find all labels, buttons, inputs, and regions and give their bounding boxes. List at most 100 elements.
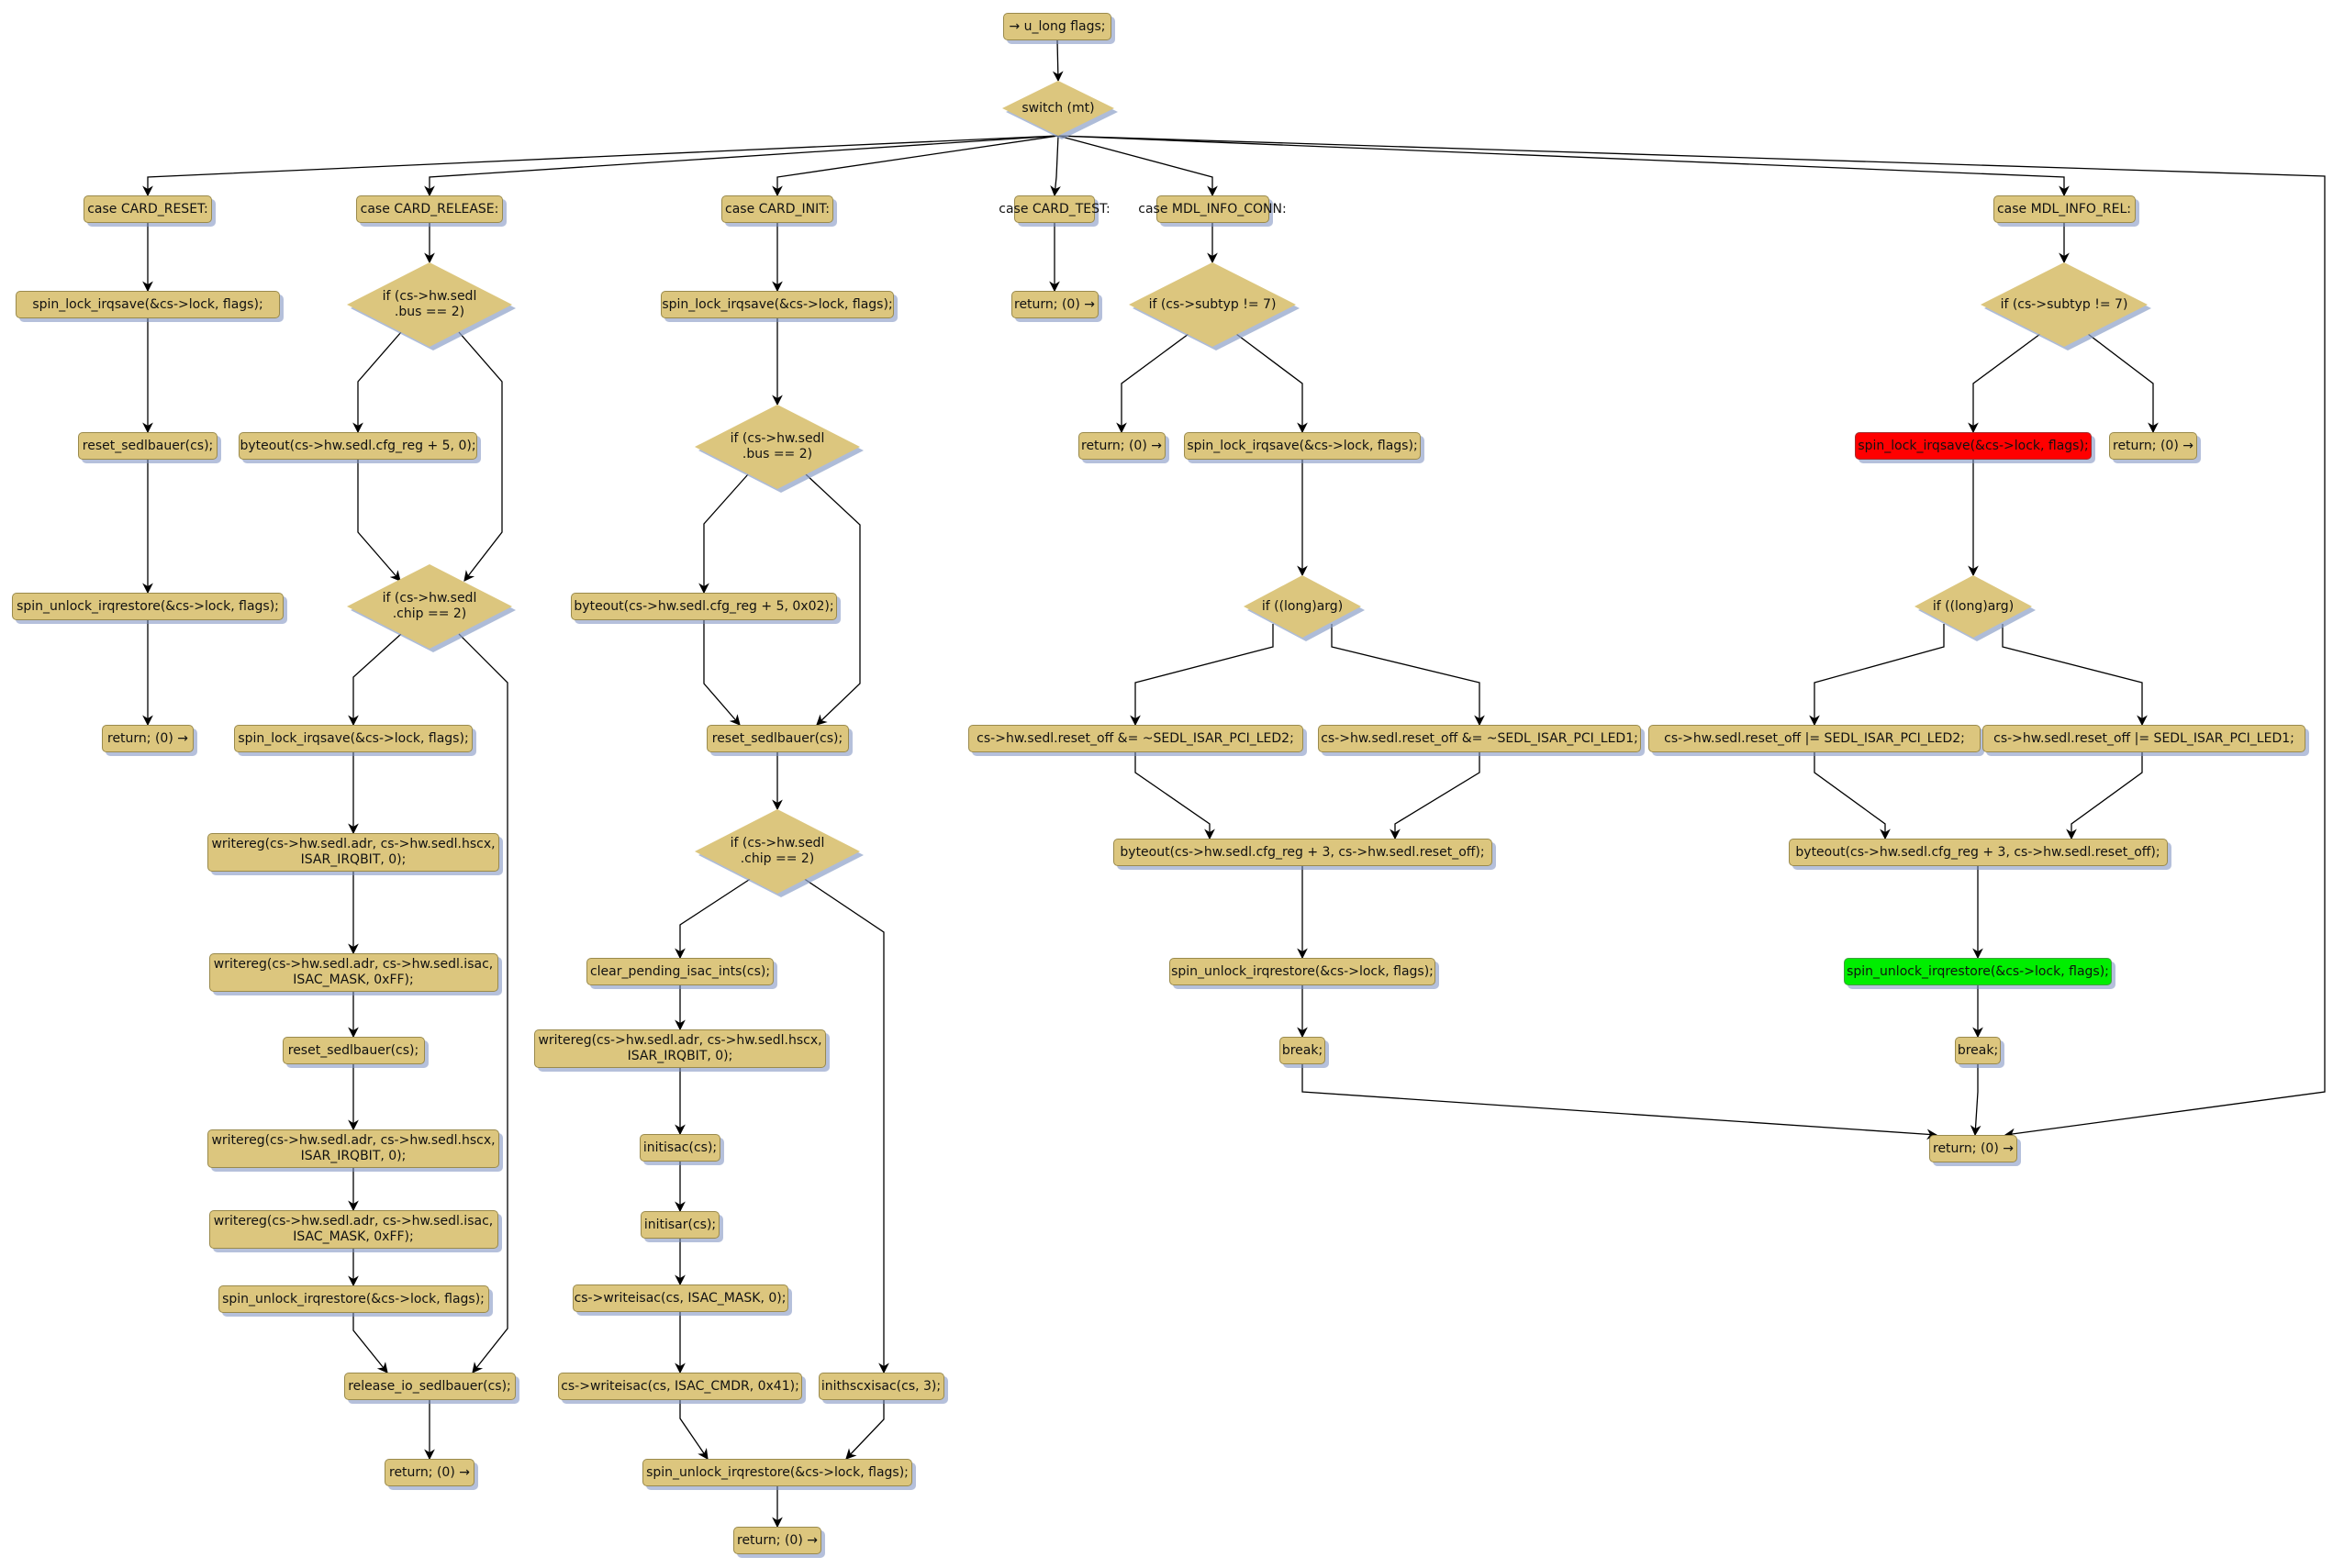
diamond-shape	[347, 564, 516, 652]
edge-rel-if-bus-to-rel-if-chip	[458, 331, 503, 582]
node-relinfo-return[interactable]: return; (0) →	[2109, 432, 2197, 460]
edge-rel-if-chip-to-rel-release	[458, 633, 508, 1373]
node-relinfo-led2[interactable]: cs->hw.sedl.reset_off |= SEDL_ISAR_PCI_L…	[1648, 725, 1981, 752]
decision-relinfo-if-sub[interactable]: if (cs->subtyp != 7)	[1981, 262, 2151, 350]
decision-label: if ((long)arg)	[1261, 598, 1344, 614]
decision-label: switch (mt)	[1021, 100, 1095, 116]
decision-init-if-chip[interactable]: if (cs->hw.sedl .chip == 2)	[695, 809, 864, 897]
edge-relinfo-break-to-final-return	[1970, 1064, 1981, 1137]
node-conn-byteout[interactable]: byteout(cs->hw.sedl.cfg_reg + 3, cs->hw.…	[1112, 839, 1492, 866]
edge-init-if-bus-to-init-byteout	[698, 473, 749, 595]
decision-conn-if-arg[interactable]: if ((long)arg)	[1244, 575, 1365, 641]
node-conn-lock[interactable]: spin_lock_irqsave(&cs->lock, flags);	[1184, 432, 1421, 460]
node-rel-lock[interactable]: spin_lock_irqsave(&cs->lock, flags);	[234, 725, 473, 752]
edge-conn-if-arg-to-conn-led1	[1331, 624, 1485, 727]
node-rel-wr1[interactable]: writereg(cs->hw.sedl.adr, cs->hw.sedl.hs…	[207, 833, 499, 872]
node-relinfo-case[interactable]: case MDL_INFO_REL:	[1993, 195, 2136, 223]
node-init-isar[interactable]: initisar(cs);	[641, 1211, 720, 1239]
node-final-return[interactable]: return; (0) →	[1929, 1135, 2017, 1162]
node-reset-case[interactable]: case CARD_RESET:	[84, 195, 212, 223]
edge-relinfo-if-arg-to-relinfo-led1	[2002, 624, 2148, 727]
node-rel-unlock[interactable]: spin_unlock_irqrestore(&cs->lock, flags)…	[218, 1285, 489, 1313]
edge-relinfo-led1-to-relinfo-byteout	[2066, 752, 2143, 840]
node-rel-byteout[interactable]: byteout(cs->hw.sedl.cfg_reg + 5, 0);	[239, 432, 477, 460]
node-rel-wr4[interactable]: writereg(cs->hw.sedl.adr, cs->hw.sedl.is…	[208, 1210, 498, 1249]
edge-relinfo-led2-to-relinfo-byteout	[1814, 752, 1891, 840]
edge-switch-to-reset-case	[142, 135, 1059, 197]
decision-rel-if-bus[interactable]: if (cs->hw.sedl .bus == 2)	[347, 262, 516, 350]
node-start[interactable]: → u_long flags;	[1003, 13, 1111, 40]
edge-conn-if-sub-to-conn-return	[1116, 333, 1189, 434]
edge-conn-if-sub-to-conn-lock	[1235, 333, 1308, 434]
edge-rel-byteout-to-rel-if-chip	[357, 460, 401, 582]
node-rel-release[interactable]: release_io_sedlbauer(cs);	[343, 1373, 516, 1400]
node-init-unlock[interactable]: spin_unlock_irqrestore(&cs->lock, flags)…	[642, 1459, 912, 1486]
node-conn-break[interactable]: break;	[1279, 1037, 1325, 1064]
decision-label: if (cs->hw.sedl .bus == 2)	[382, 289, 477, 319]
edge-relinfo-if-sub-to-relinfo-lock	[1968, 333, 2041, 434]
node-rel-wr3[interactable]: writereg(cs->hw.sedl.adr, cs->hw.sedl.hs…	[207, 1129, 499, 1168]
node-reset-unlock[interactable]: spin_unlock_irqrestore(&cs->lock, flags)…	[12, 593, 284, 620]
edge-conn-break-to-final-return	[1301, 1064, 1938, 1140]
edge-switch-to-init-case	[772, 135, 1059, 197]
diamond-shape	[1002, 81, 1118, 139]
node-rel-case[interactable]: case CARD_RELEASE:	[356, 195, 503, 223]
edge-rel-if-bus-to-rel-byteout	[352, 331, 402, 434]
node-conn-unlock[interactable]: spin_unlock_irqrestore(&cs->lock, flags)…	[1169, 958, 1435, 985]
node-relinfo-unlock[interactable]: spin_unlock_irqrestore(&cs->lock, flags)…	[1844, 958, 2112, 985]
node-reset-return[interactable]: return; (0) →	[102, 725, 194, 752]
diamond-shape	[1244, 575, 1365, 641]
edge-conn-led1-to-conn-byteout	[1390, 752, 1480, 840]
node-init-wisac2[interactable]: cs->writeisac(cs, ISAC_CMDR, 0x41);	[558, 1373, 802, 1400]
node-init-clear[interactable]: clear_pending_isac_ints(cs);	[586, 958, 774, 985]
node-init-isac[interactable]: initisac(cs);	[640, 1134, 720, 1162]
node-test-return[interactable]: return; (0) →	[1010, 291, 1099, 318]
node-test-case[interactable]: case CARD_TEST:	[999, 195, 1111, 223]
edge-relinfo-if-sub-to-relinfo-return	[2087, 333, 2159, 434]
node-conn-led1[interactable]: cs->hw.sedl.reset_off &= ~SEDL_ISAR_PCI_…	[1318, 725, 1641, 752]
edge-init-if-chip-to-init-clear	[675, 877, 753, 960]
edge-conn-led2-to-conn-byteout	[1134, 752, 1215, 840]
node-init-wr[interactable]: writereg(cs->hw.sedl.adr, cs->hw.sedl.hs…	[534, 1029, 826, 1068]
diamond-shape	[695, 405, 864, 493]
decision-label: if (cs->subtyp != 7)	[1148, 296, 1277, 312]
node-rel-wr2[interactable]: writereg(cs->hw.sedl.adr, cs->hw.sedl.is…	[208, 953, 498, 992]
node-rel-reset[interactable]: reset_sedlbauer(cs);	[282, 1037, 425, 1064]
decision-relinfo-if-arg[interactable]: if ((long)arg)	[1914, 575, 2036, 641]
node-conn-return[interactable]: return; (0) →	[1077, 432, 1166, 460]
edge-relinfo-if-arg-to-relinfo-led2	[1809, 624, 1945, 727]
node-rel-return[interactable]: return; (0) →	[385, 1459, 474, 1486]
decision-rel-if-chip[interactable]: if (cs->hw.sedl .chip == 2)	[347, 564, 516, 652]
edge-init-if-bus-to-init-reset	[805, 473, 861, 726]
decision-label: if (cs->hw.sedl .bus == 2)	[730, 431, 825, 462]
node-relinfo-led1[interactable]: cs->hw.sedl.reset_off |= SEDL_ISAR_PCI_L…	[1982, 725, 2305, 752]
decision-init-if-bus[interactable]: if (cs->hw.sedl .bus == 2)	[695, 405, 864, 493]
node-init-byteout[interactable]: byteout(cs->hw.sedl.cfg_reg + 5, 0x02);	[571, 593, 837, 620]
edge-init-hscx-to-init-unlock	[845, 1400, 885, 1460]
decision-switch[interactable]: switch (mt)	[1002, 81, 1118, 139]
edge-init-if-chip-to-init-hscx	[802, 877, 889, 1374]
node-conn-led2[interactable]: cs->hw.sedl.reset_off &= ~SEDL_ISAR_PCI_…	[967, 725, 1303, 752]
node-relinfo-lock[interactable]: spin_lock_irqsave(&cs->lock, flags);	[1855, 432, 2092, 460]
node-init-hscx[interactable]: inithscxisac(cs, 3);	[818, 1373, 944, 1400]
diamond-shape	[1129, 262, 1300, 350]
decision-conn-if-sub[interactable]: if (cs->subtyp != 7)	[1129, 262, 1300, 350]
edge-switch-to-rel-case	[424, 135, 1059, 197]
node-reset-call[interactable]: reset_sedlbauer(cs);	[78, 432, 218, 460]
edge-start-to-switch	[1052, 39, 1064, 83]
node-relinfo-break[interactable]: break;	[1955, 1037, 2001, 1064]
node-reset-lock[interactable]: spin_lock_irqsave(&cs->lock, flags);	[16, 291, 280, 318]
decision-label: if (cs->hw.sedl .chip == 2)	[382, 591, 477, 621]
node-init-return[interactable]: return; (0) →	[733, 1527, 821, 1554]
node-init-lock[interactable]: spin_lock_irqsave(&cs->lock, flags);	[661, 291, 894, 318]
edge-switch-to-conn-case	[1057, 135, 1218, 197]
node-init-case[interactable]: case CARD_INIT:	[721, 195, 833, 223]
diamond-shape	[1981, 262, 2151, 350]
edge-conn-if-arg-to-conn-led2	[1130, 624, 1274, 727]
node-conn-case[interactable]: case MDL_INFO_CONN:	[1138, 195, 1287, 223]
node-init-wisac1[interactable]: cs->writeisac(cs, ISAC_MASK, 0);	[572, 1284, 788, 1312]
node-init-reset[interactable]: reset_sedlbauer(cs);	[706, 725, 849, 752]
node-relinfo-byteout[interactable]: byteout(cs->hw.sedl.cfg_reg + 3, cs->hw.…	[1788, 839, 2168, 866]
diamond-shape	[1914, 575, 2036, 641]
